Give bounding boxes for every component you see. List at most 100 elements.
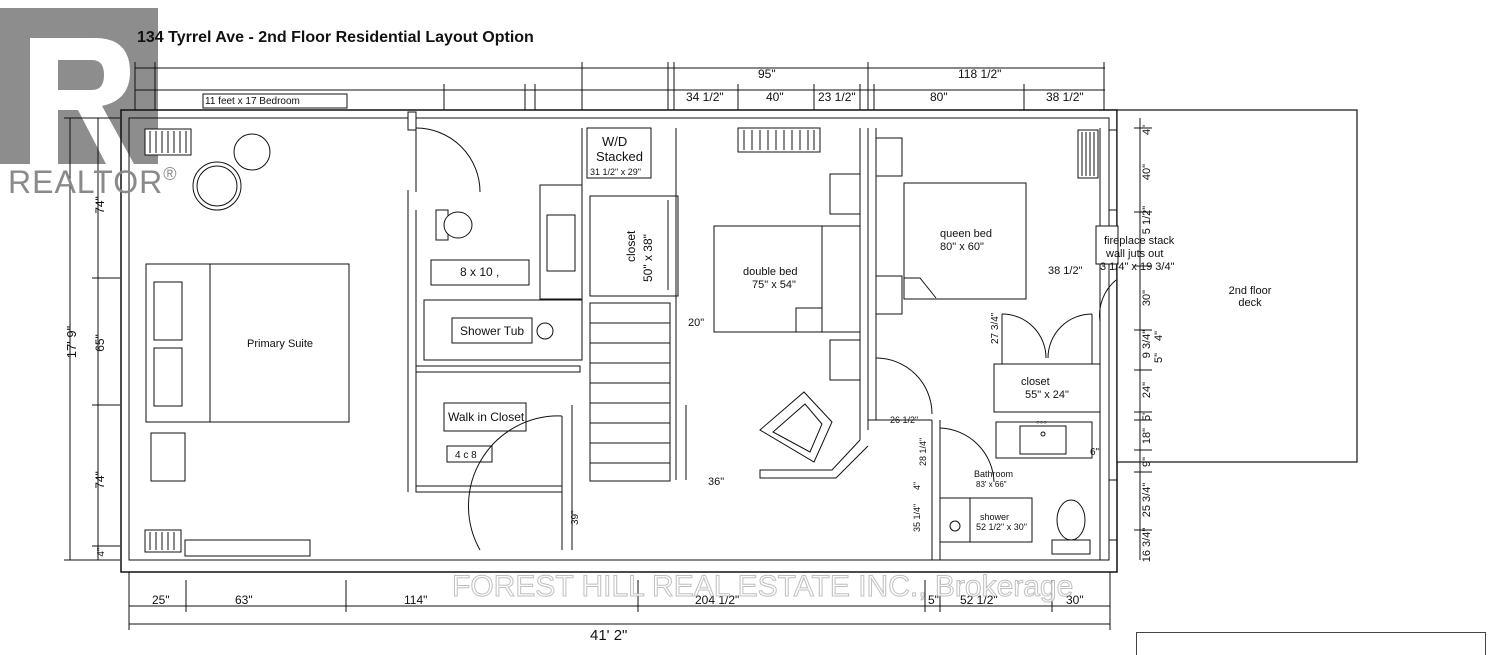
realtor-logo-word: REALTOR: [8, 164, 164, 200]
wd-label-1: W/D: [602, 134, 627, 149]
dim-4-inner: 4": [912, 482, 922, 490]
bathroom-label: Bathroom: [974, 469, 1013, 479]
window-top-left: [407, 111, 417, 131]
dim-39: 39": [570, 510, 581, 525]
dim-r4b: 4": [1153, 331, 1165, 341]
wd-stacked: [586, 127, 652, 179]
dim-23: 23 1/2": [818, 90, 856, 104]
window-bottom: [184, 539, 311, 557]
door-swing-primary: [415, 127, 481, 193]
dim-r30: 30": [1141, 290, 1153, 306]
wd-size: 31 1/2" x 29": [590, 167, 641, 177]
wd-label-2: Stacked: [596, 149, 643, 164]
dim-118: 118 1/2": [958, 67, 1001, 81]
right-dimension-lines: [1134, 118, 1152, 560]
shower-label: shower: [980, 512, 1009, 522]
sink-dots: ○○○: [1036, 420, 1047, 426]
fireplace-size: 3 1/4" x 19 3/4": [1100, 261, 1175, 273]
walk-in-size: 4 c 8: [455, 450, 477, 461]
deck: [1116, 109, 1358, 463]
dim-r18: 18": [1141, 428, 1153, 444]
dim-80: 80": [930, 90, 948, 104]
realtor-logo-text: REALTOR®: [8, 164, 177, 201]
queen-bed-label: queen bed: [940, 228, 992, 240]
dim-r24: 24": [1141, 382, 1153, 398]
dim-r9: 9 3/4": [1141, 330, 1153, 358]
dim-27: 27 3/4": [990, 312, 1001, 344]
dim-40: 40": [766, 90, 784, 104]
door-swing-closet: [467, 415, 563, 551]
registered-mark: ®: [163, 164, 178, 184]
right-bathroom: [868, 419, 1093, 560]
dim-63: 63": [235, 593, 253, 607]
dim-6: 6": [1090, 447, 1100, 458]
tub-drain-icon: [536, 322, 554, 340]
bath-box: [430, 259, 530, 286]
closet2-label: closet: [1021, 376, 1050, 388]
shower-tub-box: [451, 317, 533, 344]
brokerage-watermark: FOREST HILL REAL ESTATE INC., Brokerage: [451, 570, 1074, 604]
deck-label-1: 2nd floor: [1229, 285, 1272, 297]
dim-52: 52 1/2": [960, 593, 998, 607]
dim-r9b: 9": [1141, 457, 1153, 467]
realtor-r-logo-icon: [0, 8, 158, 164]
bottom-dimension-lines: [128, 572, 1111, 630]
closet2-size: 55" x 24": [1025, 389, 1069, 401]
dim-r25: 25 3/4": [1141, 483, 1153, 518]
closet-vertical-size: 50" x 38": [641, 234, 655, 282]
dim-r5h: 5 1/2": [1141, 206, 1153, 234]
dim-114: 114": [404, 593, 427, 607]
queen-bed-size: 80" x 60": [940, 241, 984, 253]
dim-r4: 4": [1141, 125, 1153, 135]
shower-size: 52 1/2" x 30": [976, 522, 1027, 532]
bedroom-note: 11 feet x 17 Bedroom: [205, 96, 300, 107]
walk-in-closet-label: Walk in Closet: [448, 410, 525, 424]
dim-r5b: 5": [1141, 411, 1153, 421]
dim-r16: 16 3/4": [1141, 528, 1153, 563]
fireplace-label-2: wall juts out: [1105, 248, 1163, 260]
middle-bedroom: [713, 127, 869, 479]
double-bed-label: double bed: [743, 266, 797, 278]
double-bed-size: 75" x 54": [752, 279, 796, 291]
dim-28: 28 1/4": [918, 438, 928, 466]
dim-38b: 38 1/2": [1048, 265, 1083, 277]
dim-20: 20": [688, 317, 704, 329]
blank-box: [1136, 632, 1486, 655]
bath-box-label: 8 x 10 ,: [460, 265, 499, 279]
central-walls: [581, 128, 687, 482]
dim-65: 65": [93, 334, 107, 352]
dim-5: 5": [928, 593, 939, 607]
dim-74b: 74": [93, 471, 107, 489]
shower-tub-label: Shower Tub: [460, 324, 524, 338]
dim-total-height: 17' 9": [64, 325, 79, 358]
primary-bathroom-walls: [407, 184, 583, 550]
dim-r40: 40": [1141, 164, 1153, 180]
left-dimension-lines: [64, 117, 120, 561]
closet-vertical-label: closet: [624, 230, 638, 262]
dim-36: 36": [708, 476, 724, 488]
dim-total-width: 41' 2": [590, 627, 627, 644]
dim-38: 38 1/2": [1046, 90, 1084, 104]
bedroom-note-box: [202, 93, 348, 109]
primary-suite-furniture: [144, 128, 350, 553]
dim-204: 204 1/2": [695, 593, 739, 607]
primary-suite-label: Primary Suite: [247, 338, 313, 350]
top-dimension-lines: [134, 62, 1105, 110]
right-bedroom: [867, 128, 1119, 560]
dim-95: 95": [758, 67, 776, 81]
dim-26: 26 1/2": [890, 415, 918, 425]
walk-in-size-box: [446, 445, 493, 463]
dim-r5a: 5": [1153, 353, 1165, 363]
dim-35: 35 1/4": [912, 504, 922, 532]
page-title: 134 Tyrrel Ave - 2nd Floor Residential L…: [137, 29, 534, 46]
dim-74a: 74": [93, 196, 107, 214]
dim-25: 25": [152, 593, 170, 607]
dim-34: 34 1/2": [686, 90, 724, 104]
deck-posts: [1109, 129, 1117, 541]
deck-label-2: deck: [1238, 297, 1262, 309]
fireplace-label-1: fireplace stack: [1104, 235, 1175, 247]
bathroom-size: 83' x 66": [976, 480, 1007, 489]
walk-in-closet-box: [443, 402, 527, 432]
dim-4: 4": [96, 547, 107, 557]
